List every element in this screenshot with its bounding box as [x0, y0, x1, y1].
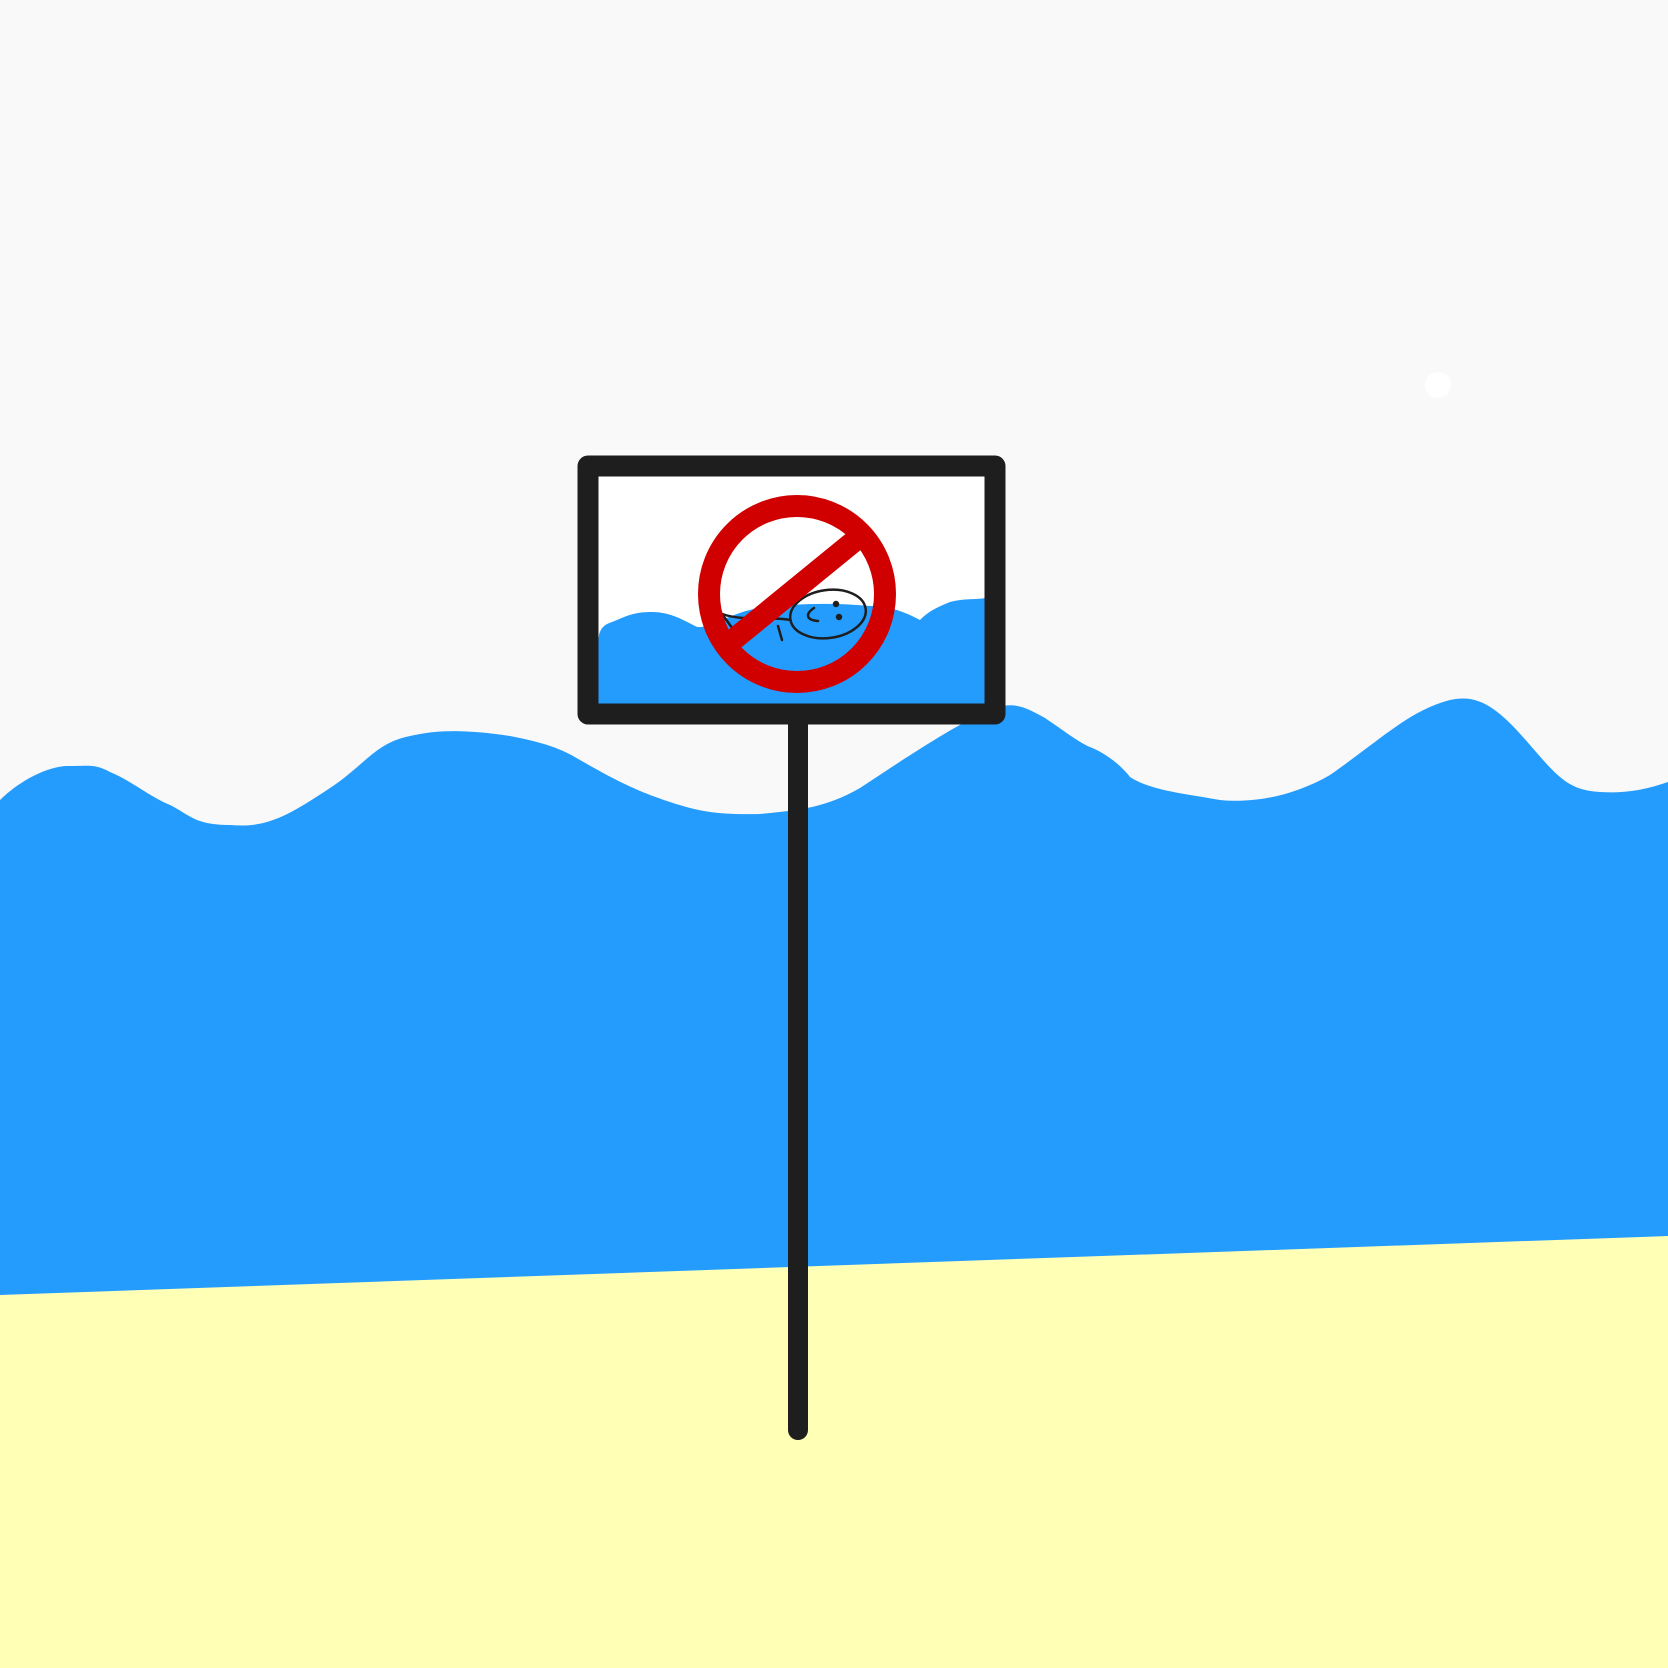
prohibition-circle-icon	[698, 495, 896, 693]
swimmer-icon	[720, 588, 868, 642]
no-swimming-sign-icon	[577, 455, 1006, 725]
sea-water	[0, 698, 1668, 1300]
sign-board-frame	[577, 455, 1006, 725]
sky-dot	[1425, 372, 1451, 398]
sand-beach	[0, 1236, 1668, 1668]
